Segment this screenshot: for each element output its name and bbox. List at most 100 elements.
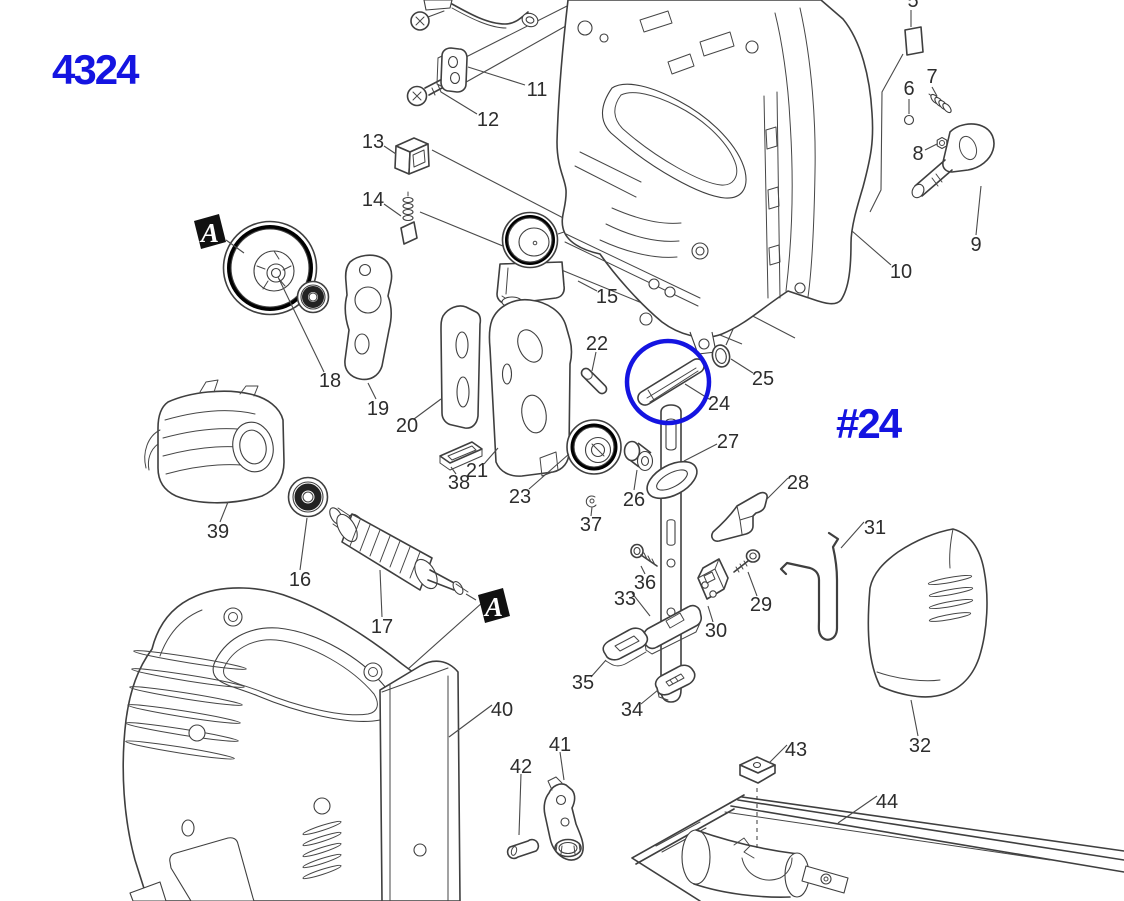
- leader-line-part-27: [683, 443, 718, 462]
- e-ring-37-drawing: [585, 495, 597, 508]
- part-label-7: 7: [926, 66, 937, 88]
- section-marker-leader-2: [465, 593, 477, 601]
- part-label-42: 42: [510, 756, 532, 778]
- part-label-17: 17: [371, 616, 393, 638]
- part-label-29: 29: [750, 594, 772, 616]
- plate-20-drawing: [440, 305, 482, 429]
- leader-line-part-31: [840, 521, 865, 549]
- leader-line-part-43: [768, 744, 788, 764]
- blade-holder-30-drawing: [697, 558, 729, 600]
- leader-line-part-14: [383, 203, 402, 217]
- part-label-37: 37: [580, 514, 602, 536]
- guide-plate-21-drawing: [488, 298, 573, 477]
- leader-line-part-33: [631, 592, 651, 617]
- part-label-38: 38: [448, 472, 470, 494]
- leader-line-part-41: [559, 751, 565, 781]
- part-label-40: 40: [491, 699, 513, 721]
- part-label-30: 30: [705, 620, 727, 642]
- leader-line-part-44: [837, 795, 878, 824]
- leader-line-part-25: [730, 358, 754, 374]
- base-44-drawing: [631, 794, 1124, 901]
- part-label-23: 23: [509, 486, 531, 508]
- pin-22-drawing: [580, 367, 608, 395]
- leader-line-part-20: [413, 398, 442, 420]
- part-label-39: 39: [207, 521, 229, 543]
- leader-line-part-34: [640, 689, 659, 705]
- armature-17-drawing: [329, 507, 469, 595]
- part-label-26: 26: [623, 489, 645, 511]
- section-marker-letter-2: A: [483, 592, 503, 622]
- section-marker-letter-1: A: [199, 218, 219, 248]
- leader-line-part-32: [910, 699, 919, 737]
- part-label-8: 8: [912, 143, 923, 165]
- channel-38-drawing: [439, 441, 483, 471]
- leader-line-part-42: [518, 773, 522, 836]
- leader-line-part-18: [277, 276, 325, 373]
- carbon-brush-14-drawing: [400, 191, 418, 245]
- guide-lever-9-drawing: [911, 123, 995, 199]
- part-label-15: 15: [596, 286, 618, 308]
- part-label-31: 31: [864, 517, 886, 539]
- part-label-32: 32: [909, 735, 931, 757]
- counterweight-19-drawing: [344, 254, 393, 381]
- part-label-14: 14: [362, 189, 384, 211]
- wire-spring-31-drawing: [779, 531, 840, 641]
- leader-line-part-13: [383, 145, 397, 155]
- part-label-5: 5: [907, 0, 918, 12]
- part-label-6: 6: [903, 78, 914, 100]
- leader-line-part-39: [219, 501, 229, 523]
- leader-line-part-30: [707, 605, 714, 623]
- part-label-13: 13: [362, 131, 384, 153]
- leader-line-part-22: [591, 351, 597, 372]
- leader-lines-layer: [219, 10, 982, 836]
- leader-line-part-36: [640, 565, 646, 575]
- gear-18-drawing: [222, 220, 318, 316]
- part-label-43: 43: [785, 739, 807, 761]
- speed-dial-15-drawing: [496, 211, 565, 309]
- part-label-21: 21: [466, 460, 488, 482]
- leader-line-part-37: [590, 506, 593, 517]
- square-nut-43-drawing: [739, 756, 776, 784]
- section-marker-box-1: [194, 214, 226, 249]
- part-label-11: 11: [527, 79, 548, 101]
- leader-line-part-9: [975, 185, 982, 236]
- part-label-41: 41: [549, 734, 571, 756]
- nut-8-drawing: [936, 136, 948, 150]
- leader-line-part-15: [577, 280, 598, 292]
- part-label-34: 34: [621, 699, 643, 721]
- leader-line-part-7: [931, 86, 938, 97]
- ball-6-drawing: [903, 114, 915, 126]
- leader-line-part-8: [924, 143, 938, 151]
- part-label-24: 24: [708, 393, 730, 415]
- slider-block-33-drawing: [642, 604, 703, 655]
- part-label-27: 27: [717, 431, 739, 453]
- part-number-labels-layer: 5678910111213141516171819202122232425262…: [207, 0, 982, 813]
- part-label-20: 20: [396, 415, 418, 437]
- leader-line-part-16: [299, 517, 308, 571]
- cover-32-drawing: [867, 528, 988, 698]
- leader-line-part-28: [765, 477, 789, 501]
- sleeve-26-drawing: [623, 440, 654, 472]
- power-cord-drawing: [410, 0, 539, 31]
- leader-line-part-10: [851, 230, 892, 266]
- leader-line-part-19: [367, 382, 377, 400]
- section-marker-box-2: [478, 588, 510, 623]
- leader-line-part-35: [590, 659, 607, 678]
- part-label-33: 33: [614, 588, 636, 610]
- part-label-12: 12: [477, 109, 499, 131]
- roller-lever-41-drawing: [543, 776, 584, 861]
- slider-key-24-drawing: [637, 358, 705, 406]
- part-label-35: 35: [572, 672, 594, 694]
- motor-housing-drawing: [556, 0, 874, 355]
- pin-42-drawing: [506, 838, 540, 860]
- part-label-9: 9: [970, 234, 981, 256]
- leader-line-part-21: [483, 447, 499, 465]
- part-label-18: 18: [319, 370, 341, 392]
- leader-line-part-38: [450, 466, 457, 475]
- cord-clamp-11-drawing: [436, 47, 468, 93]
- highlight-reference-text: #24: [836, 400, 903, 447]
- leader-line-part-40: [448, 704, 493, 738]
- lever-28-drawing: [711, 491, 768, 542]
